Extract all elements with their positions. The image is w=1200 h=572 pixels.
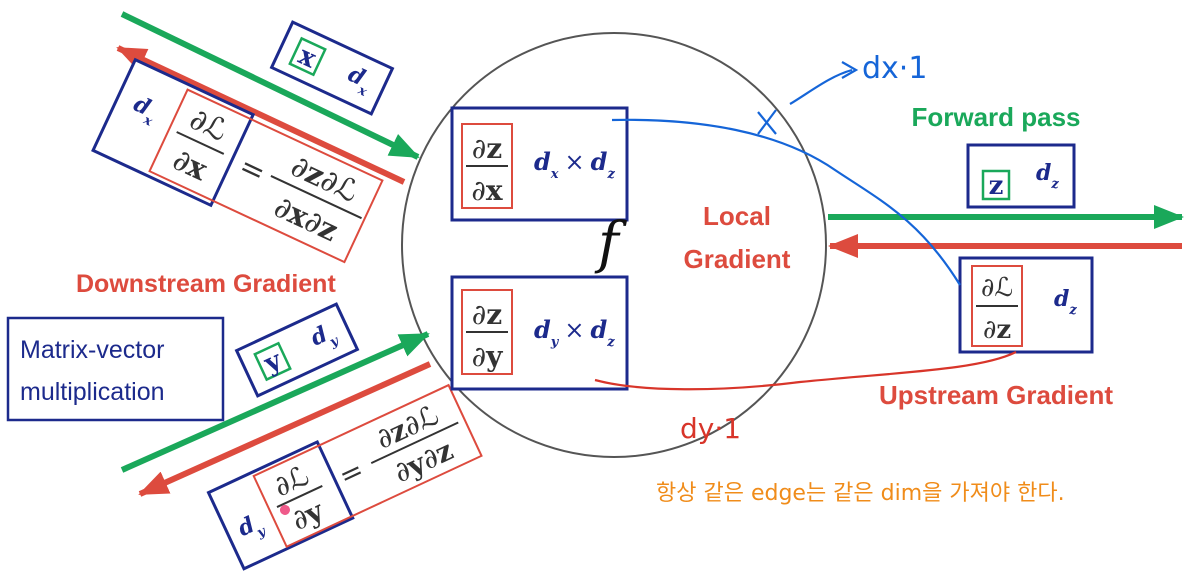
chain-numerator-y: ∂z∂ℒ	[371, 398, 444, 455]
z-symbol: z	[989, 171, 1004, 201]
dy-denominator: ∂y	[286, 494, 328, 537]
local-gradient-label-line2: Gradient	[684, 244, 791, 274]
dz-label-upstream: dz	[1054, 286, 1077, 318]
dy-denominator-local: ∂y	[472, 340, 503, 373]
blue-pen-curve	[611, 118, 961, 286]
downstream-gradient-x-box: dx ∂ℒ ∂x = ∂z∂ℒ ∂x∂z	[91, 57, 384, 264]
dy-times-dz: dy×dz	[534, 315, 615, 350]
matrix-vector-label-line2: multiplication	[20, 378, 165, 406]
dL-numerator-z: ∂ℒ	[981, 273, 1013, 303]
dy-handwritten-note: dy·1	[680, 412, 741, 445]
x-input-box: x dx	[269, 20, 395, 116]
y-input-box: y dy	[234, 302, 360, 398]
equals-sign-x: =	[233, 149, 271, 191]
blue-pen-x-mark	[757, 109, 777, 135]
blue-pen-arrow	[789, 61, 859, 105]
forward-arrow-x	[120, 11, 420, 160]
dz-denominator: ∂z	[983, 315, 1011, 345]
matrix-vector-label-line1: Matrix-vector	[20, 336, 164, 364]
pink-pen-dot	[279, 504, 290, 515]
chain-denominator-x: ∂x∂z	[269, 189, 344, 249]
z-output-box: z dz	[966, 143, 1076, 209]
dz-symbol: dz	[1036, 160, 1059, 192]
dx-times-dz: dx×dz	[534, 147, 615, 182]
upstream-gradient-box: ∂ℒ ∂z dz	[958, 256, 1094, 354]
backward-arrow-x	[116, 45, 406, 185]
red-pen-curve	[594, 351, 1017, 391]
dz-numerator-x: ∂z	[472, 132, 502, 165]
local-gradient-x-box: ∂z ∂x dx×dz	[450, 106, 629, 222]
chain-denominator-y: ∂y∂z	[389, 434, 458, 490]
local-gradient-y-box: ∂z ∂y dy×dz	[450, 275, 629, 391]
downstream-gradient-y-box: dy ∂ℒ ∂y = ∂z∂ℒ ∂y∂z	[206, 383, 483, 571]
korean-handwritten-note: 항상 같은 edge는 같은 dim을 가져야 한다.	[656, 481, 1065, 506]
dz-numerator-y: ∂z	[472, 298, 502, 331]
backward-arrow-y	[138, 361, 432, 497]
upstream-gradient-label: Upstream Gradient	[879, 380, 1113, 410]
local-gradient-label-line1: Local	[703, 201, 771, 231]
dx-denominator-local: ∂x	[471, 174, 502, 207]
matrix-vector-box	[6, 316, 225, 422]
downstream-gradient-label: Downstream Gradient	[76, 270, 336, 298]
forward-pass-label: Forward pass	[911, 102, 1080, 132]
forward-arrow-y	[120, 331, 430, 473]
dx-symbol: dx	[342, 61, 377, 100]
dx-handwritten-note: dx·1	[862, 51, 927, 86]
